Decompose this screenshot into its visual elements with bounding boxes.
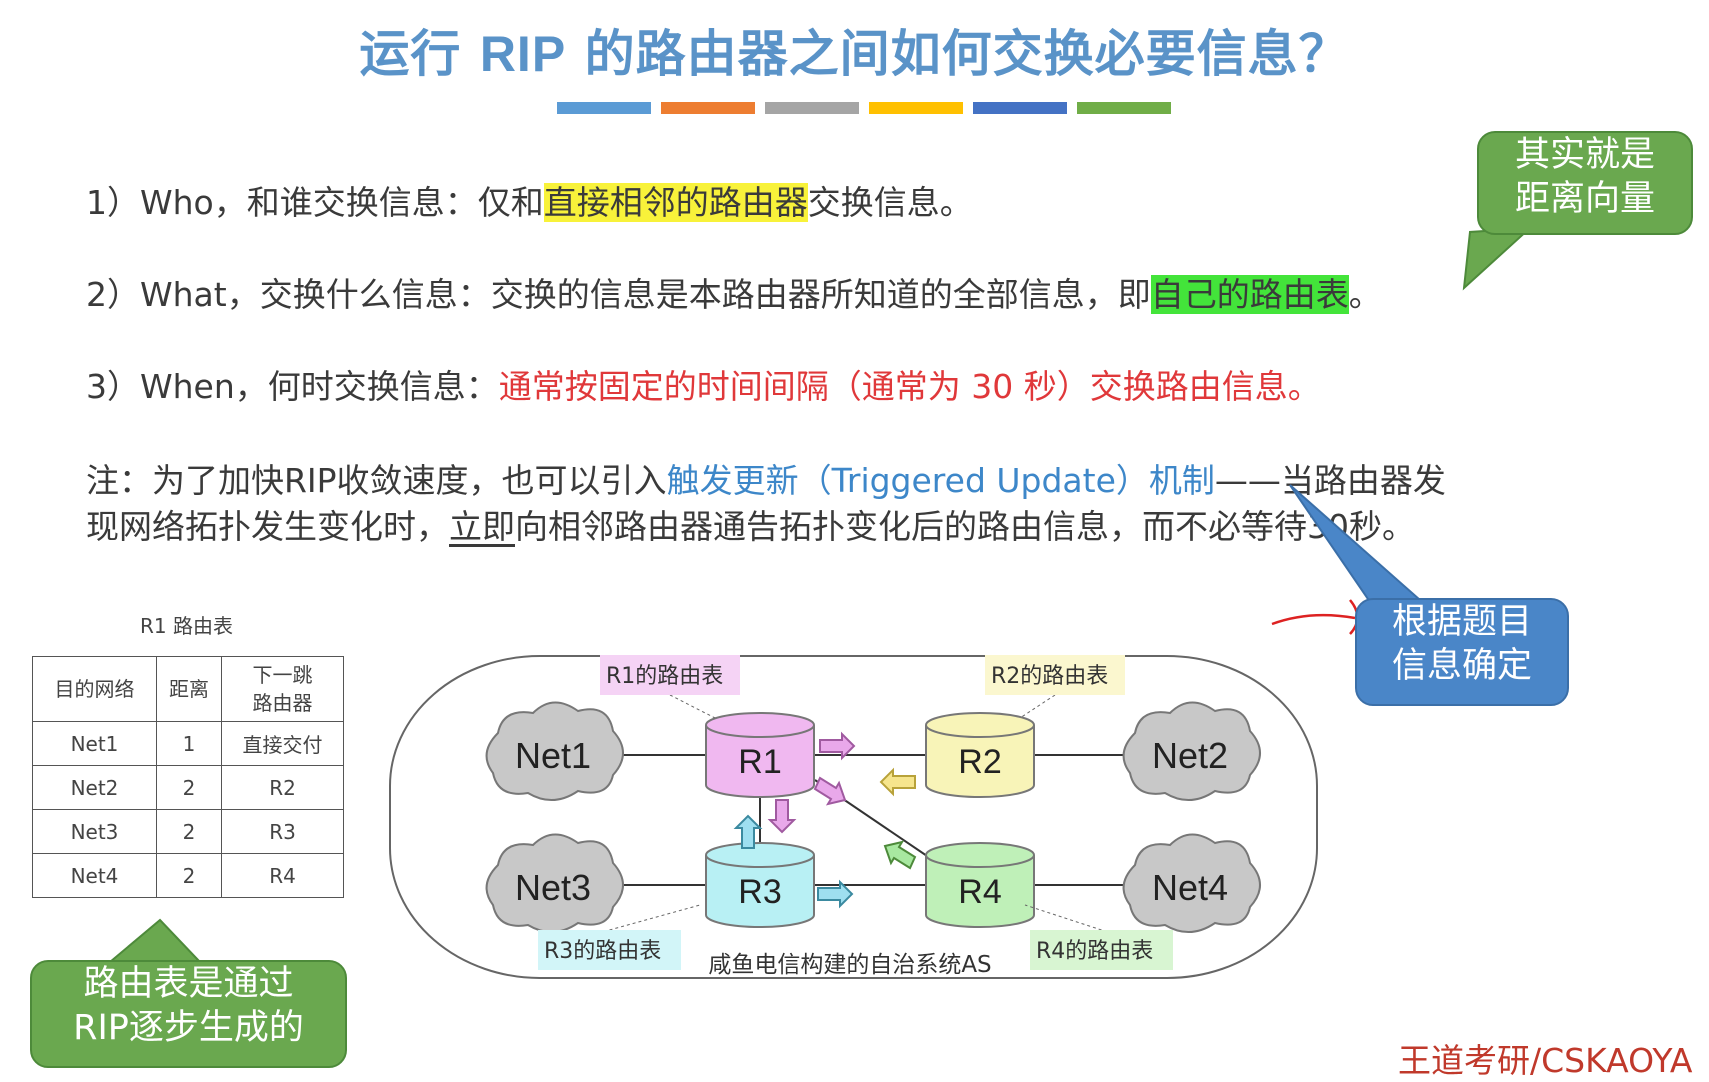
header-dest: 目的网络	[32, 656, 157, 722]
cloud-net1	[485, 701, 624, 801]
routing-table-tag-r4: R4的路由表	[1024, 904, 1173, 970]
note-line-2: 现网络拓扑发生变化时，立即向相邻路由器通告拓扑变化后的路由信息，而不必等待30秒…	[86, 507, 1415, 546]
routing-table-tag-label: R2的路由表	[991, 664, 1108, 689]
table-cell: Net1	[32, 721, 157, 766]
title-color-bar	[557, 102, 1171, 114]
router-r2: R2	[925, 712, 1035, 798]
callout-determined-by-question: 根据题目 信息确定	[1355, 598, 1569, 706]
callout-vector-tail	[1462, 226, 1533, 291]
table-cell: 2	[156, 765, 222, 810]
red-pen-mark	[1271, 613, 1356, 626]
table-header-row: 目的网络 距离 下一跳 路由器	[32, 656, 344, 722]
color-bar-segment	[869, 102, 963, 114]
arrow-r3-to-r1	[733, 814, 763, 849]
routing-table-tag-r2: R2的路由表	[985, 655, 1125, 719]
routing-table-tags: R1的路由表 R2的路由表 R3的路由表 R4的路由表	[538, 655, 1173, 970]
net3-label: Net3	[515, 867, 591, 908]
arrow-r1-to-r4	[813, 776, 847, 806]
table-cell: Net4	[32, 853, 157, 898]
routing-table-tag-r3: R3的路由表	[538, 904, 701, 970]
color-bar-segment	[765, 102, 859, 114]
net1-label: Net1	[515, 735, 591, 776]
router-r3: R3	[705, 842, 815, 928]
line-who: 1）Who，和谁交换信息：仅和直接相邻的路由器交换信息。	[86, 183, 973, 222]
arrow-r1-to-r3	[767, 799, 797, 834]
line-what: 2）What，交换什么信息：交换的信息是本路由器所知道的全部信息，即自己的路由表…	[86, 275, 1382, 314]
exchange-arrows	[733, 731, 917, 909]
net2-label: Net2	[1152, 735, 1228, 776]
arrow-r1-to-r2	[819, 731, 856, 761]
routing-table-tag-label: R3的路由表	[544, 939, 661, 964]
table-cell: R2	[221, 765, 344, 810]
router-r1: R1	[705, 712, 815, 798]
router-r4: R4	[925, 842, 1035, 928]
routing-table-tag-r1: R1的路由表	[600, 655, 740, 719]
arrow-r3-to-r4	[817, 879, 854, 909]
table-cell: 2	[156, 853, 222, 898]
router-label: R2	[958, 743, 1001, 781]
as-label: 咸鱼电信构建的自治系统AS	[708, 952, 991, 978]
color-bar-segment	[661, 102, 755, 114]
cloud-net2	[1122, 701, 1261, 801]
router-label: R4	[958, 873, 1001, 911]
color-bar-segment	[557, 102, 651, 114]
header-next-hop: 下一跳 路由器	[221, 656, 344, 722]
table-cell: 直接交付	[221, 721, 344, 766]
line-when: 3）When，何时交换信息：通常按固定的时间间隔（通常为 30 秒）交换路由信息…	[86, 367, 1321, 406]
router-label: R3	[738, 873, 781, 911]
watermark: 王道考研/CSKAOYA	[1398, 1041, 1693, 1080]
table-cell: 2	[156, 809, 222, 854]
color-bar-segment	[1077, 102, 1171, 114]
table-cell: 1	[156, 721, 222, 766]
color-bar-segment	[973, 102, 1067, 114]
page-title: 运行 RIP 的路由器之间如何交换必要信息？	[359, 25, 1350, 83]
route-table-caption: R1 路由表	[140, 614, 233, 638]
callout-rip-generated: 路由表是通过 RIP逐步生成的	[30, 960, 347, 1068]
routing-table-tag-label: R1的路由表	[606, 664, 723, 689]
header-distance: 距离	[156, 656, 222, 722]
table-cell: R3	[221, 809, 344, 854]
callout-question-tail	[1289, 484, 1423, 604]
note-line-1: 注：为了加快RIP收敛速度，也可以引入触发更新（Triggered Update…	[86, 461, 1446, 500]
table-cell: R4	[221, 853, 344, 898]
cloud-net4	[1122, 833, 1261, 933]
callout-rip-tail	[107, 918, 203, 963]
net4-label: Net4	[1152, 867, 1228, 908]
arrow-r2-to-r1	[879, 767, 916, 797]
arrow-r4-to-r1	[883, 840, 917, 870]
table-cell: Net2	[32, 765, 157, 810]
router-label: R1	[738, 743, 781, 781]
links	[600, 754, 1140, 886]
net-clouds	[485, 701, 1261, 933]
routing-table-tag-label: R4的路由表	[1036, 939, 1153, 964]
table-cell: Net3	[32, 809, 157, 854]
callout-distance-vector: 其实就是 距离向量	[1477, 131, 1693, 235]
as-boundary	[389, 655, 1318, 979]
